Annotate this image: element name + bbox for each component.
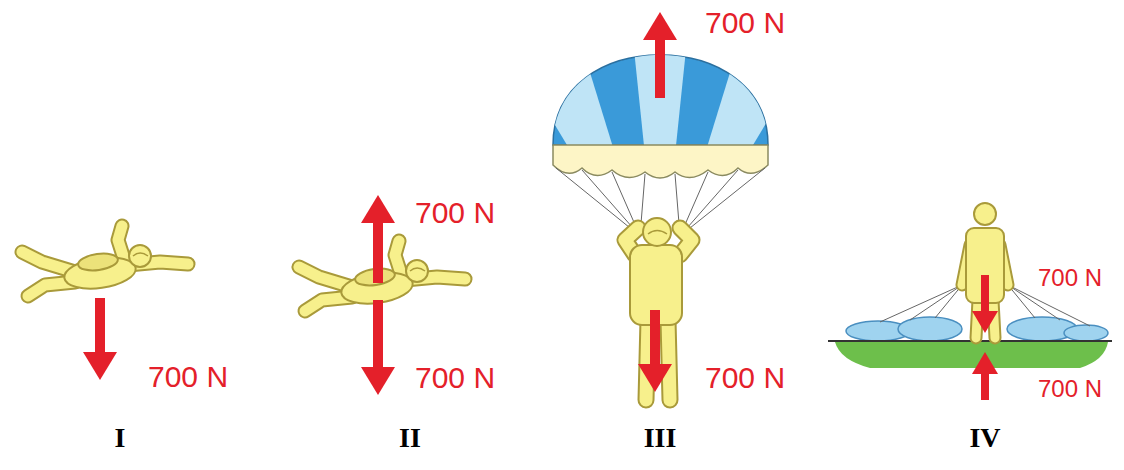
force-arrow bbox=[972, 352, 998, 400]
force-arrow bbox=[361, 195, 395, 283]
force-label: 700 N bbox=[705, 8, 785, 38]
parachutist-figure bbox=[625, 218, 692, 400]
force-label: 700 N bbox=[415, 363, 495, 393]
standing-figure bbox=[962, 203, 1008, 338]
skydiver-figure bbox=[22, 226, 188, 296]
force-arrow bbox=[643, 12, 677, 98]
panel-number: II bbox=[399, 424, 421, 452]
grass-ground bbox=[835, 342, 1108, 368]
panel-number: I bbox=[115, 424, 126, 452]
force-label: 700 N bbox=[415, 198, 495, 228]
force-label: 700 N bbox=[705, 363, 785, 393]
panel-number: IV bbox=[969, 424, 1000, 452]
force-label: 700 N bbox=[148, 362, 228, 392]
force-label: 700 N bbox=[1038, 266, 1102, 290]
panel-number: III bbox=[644, 424, 677, 452]
force-arrow bbox=[83, 298, 117, 380]
force-label: 700 N bbox=[1038, 377, 1102, 401]
force-arrow bbox=[361, 300, 395, 395]
force-arrow bbox=[638, 310, 672, 392]
force-arrow bbox=[972, 275, 998, 333]
